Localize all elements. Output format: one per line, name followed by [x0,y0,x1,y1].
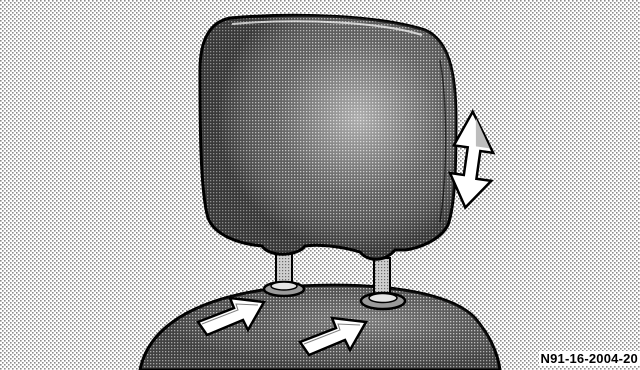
headrest-cushion [200,15,456,259]
figure-reference-label: N91-16-2004-20 [539,351,640,366]
